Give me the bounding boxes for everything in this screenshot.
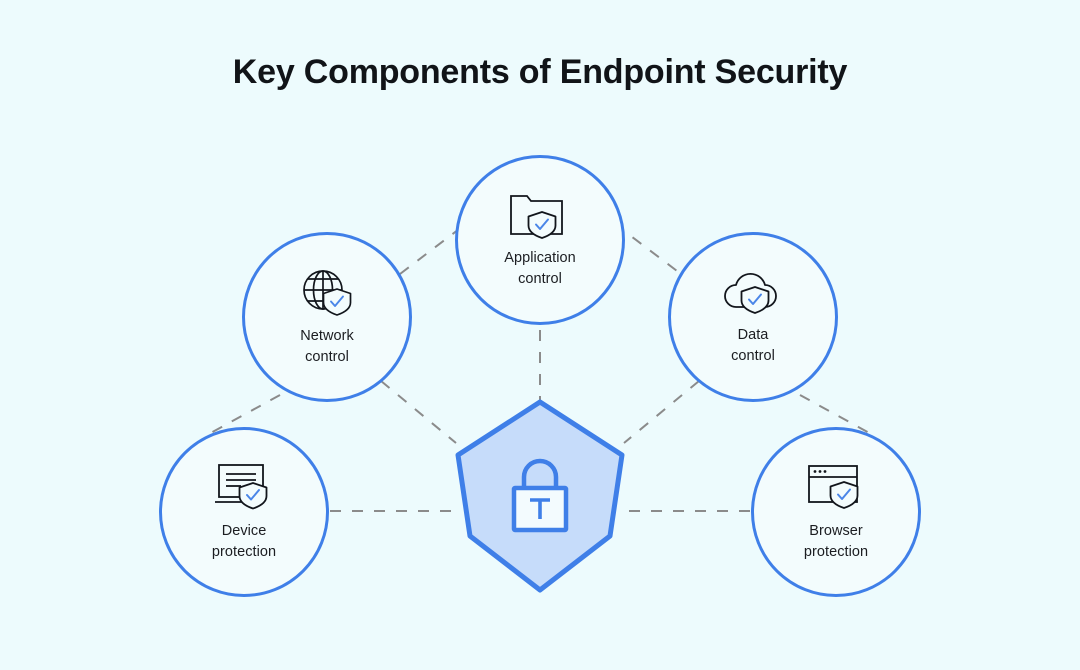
cloud-shape <box>724 273 777 308</box>
check-mark <box>535 218 549 230</box>
shield-badge <box>829 481 859 509</box>
folder-shape <box>510 195 563 235</box>
node-label-data-control: Data control <box>731 326 775 364</box>
connector-application-data <box>614 223 682 275</box>
monitor-shield-icon <box>215 464 268 510</box>
node-device-protection[interactable]: Device protection <box>159 427 329 597</box>
cloud-shield-icon <box>724 273 777 314</box>
check-mark <box>837 488 851 500</box>
shield-badge <box>527 211 557 239</box>
shield-badge <box>740 286 770 314</box>
node-label-network-control: Network control <box>300 327 354 365</box>
browser-dots <box>813 470 827 473</box>
connector-data-center <box>623 380 700 444</box>
connector-network-device <box>206 394 281 436</box>
endpoint-security-shield[interactable] <box>452 398 628 594</box>
check-mark <box>748 293 762 305</box>
check-mark <box>330 295 344 307</box>
shield-shape <box>455 399 625 593</box>
node-label-browser-protection: Browser protection <box>803 522 869 560</box>
node-data-control[interactable]: Data control <box>668 232 838 402</box>
connector-network-center <box>380 380 457 444</box>
shield-badge <box>322 288 352 316</box>
page-title: Key Components of Endpoint Security <box>232 53 848 91</box>
globe-shield-icon <box>303 270 352 316</box>
connector-data-browser <box>799 394 874 436</box>
check-mark <box>246 488 260 501</box>
node-label-application-control: Application control <box>504 249 576 287</box>
node-network-control[interactable]: Network control <box>242 232 412 402</box>
node-browser-protection[interactable]: Browser protection <box>751 427 921 597</box>
browser-shield-icon <box>808 465 859 509</box>
node-application-control[interactable]: Application control <box>455 155 625 325</box>
node-label-device-protection: Device protection <box>211 522 277 560</box>
folder-shield-icon <box>510 195 563 239</box>
